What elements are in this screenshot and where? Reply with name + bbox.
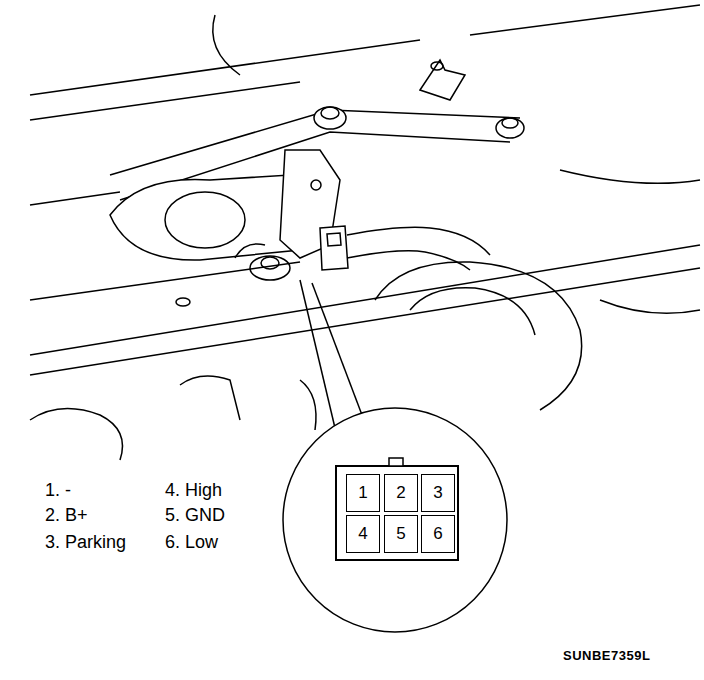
figure-code: SUNBE7359L — [563, 648, 650, 663]
connector-pin: 2 — [384, 474, 418, 512]
pin-legend: 6. Low — [165, 532, 218, 553]
connector-pin: 4 — [346, 515, 380, 553]
connector-pin: 3 — [421, 474, 455, 512]
pin-legend: 3. Parking — [45, 532, 126, 553]
pin-legend: 5. GND — [165, 505, 225, 526]
pin-number: 2 — [396, 483, 405, 503]
connector-pin: 1 — [346, 474, 380, 512]
pin-number: 3 — [433, 483, 442, 503]
pin-legend: 4. High — [165, 480, 222, 501]
pin-legend: 2. B+ — [45, 505, 88, 526]
pin-number: 6 — [433, 524, 442, 544]
connector-pin: 6 — [421, 515, 455, 553]
pin-number: 1 — [358, 483, 367, 503]
pin-legend: 1. - — [45, 480, 71, 501]
pin-number: 4 — [358, 524, 367, 544]
connector-pin: 5 — [384, 515, 418, 553]
pin-number: 5 — [396, 524, 405, 544]
